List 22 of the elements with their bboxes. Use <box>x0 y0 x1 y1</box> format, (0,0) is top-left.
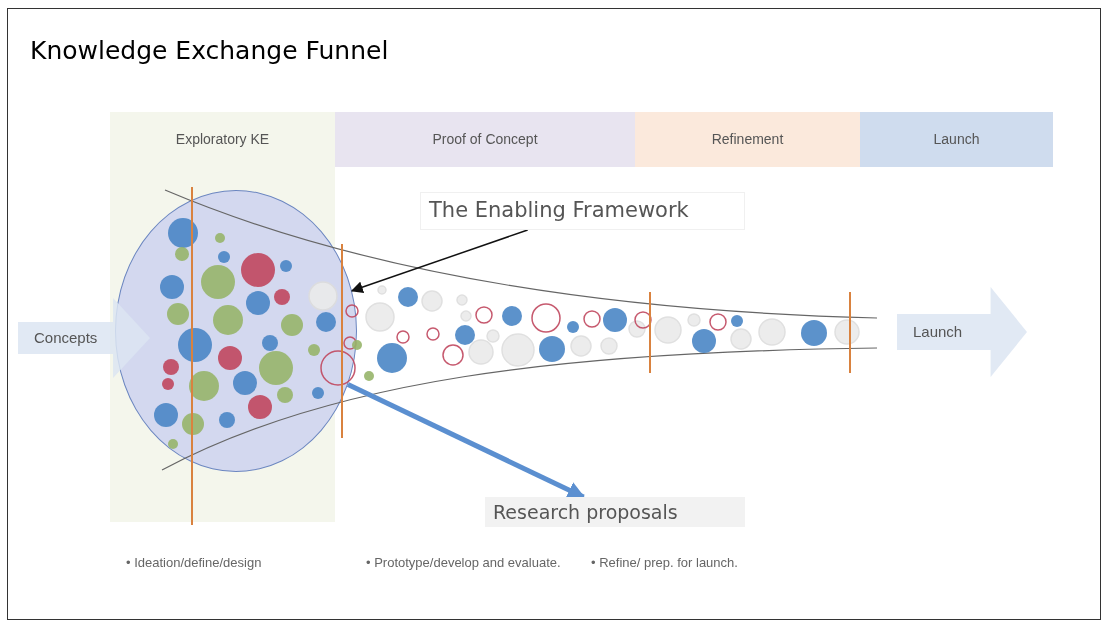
stage-band <box>860 112 1053 167</box>
stage-label: Proof of Concept <box>432 130 538 149</box>
text-box <box>420 192 745 230</box>
stage-label: Refinement <box>711 130 784 149</box>
bullet-text: • Refine/ prep. for launch. <box>591 554 738 572</box>
text-box <box>485 497 745 527</box>
stage-band <box>110 112 335 167</box>
block-arrow <box>18 298 150 378</box>
bullet-text: • Prototype/develop and evaluate. <box>366 554 561 572</box>
stage-band <box>635 112 860 167</box>
diagram-title: Knowledge Exchange Funnel <box>30 35 389 67</box>
stage-band <box>335 112 635 167</box>
arrow-label: Concepts <box>34 329 98 346</box>
arrow <box>350 229 529 293</box>
callout-text: The Enabling Framework <box>429 197 689 225</box>
stage-label: Exploratory KE <box>175 130 270 149</box>
arrow-label: Launch <box>913 323 963 340</box>
stage-label: Launch <box>933 130 980 149</box>
bullet-text: • Ideation/define/design <box>126 554 262 572</box>
arrow <box>346 382 586 500</box>
callout-text: Research proposals <box>493 499 678 525</box>
block-arrow <box>897 287 1027 377</box>
